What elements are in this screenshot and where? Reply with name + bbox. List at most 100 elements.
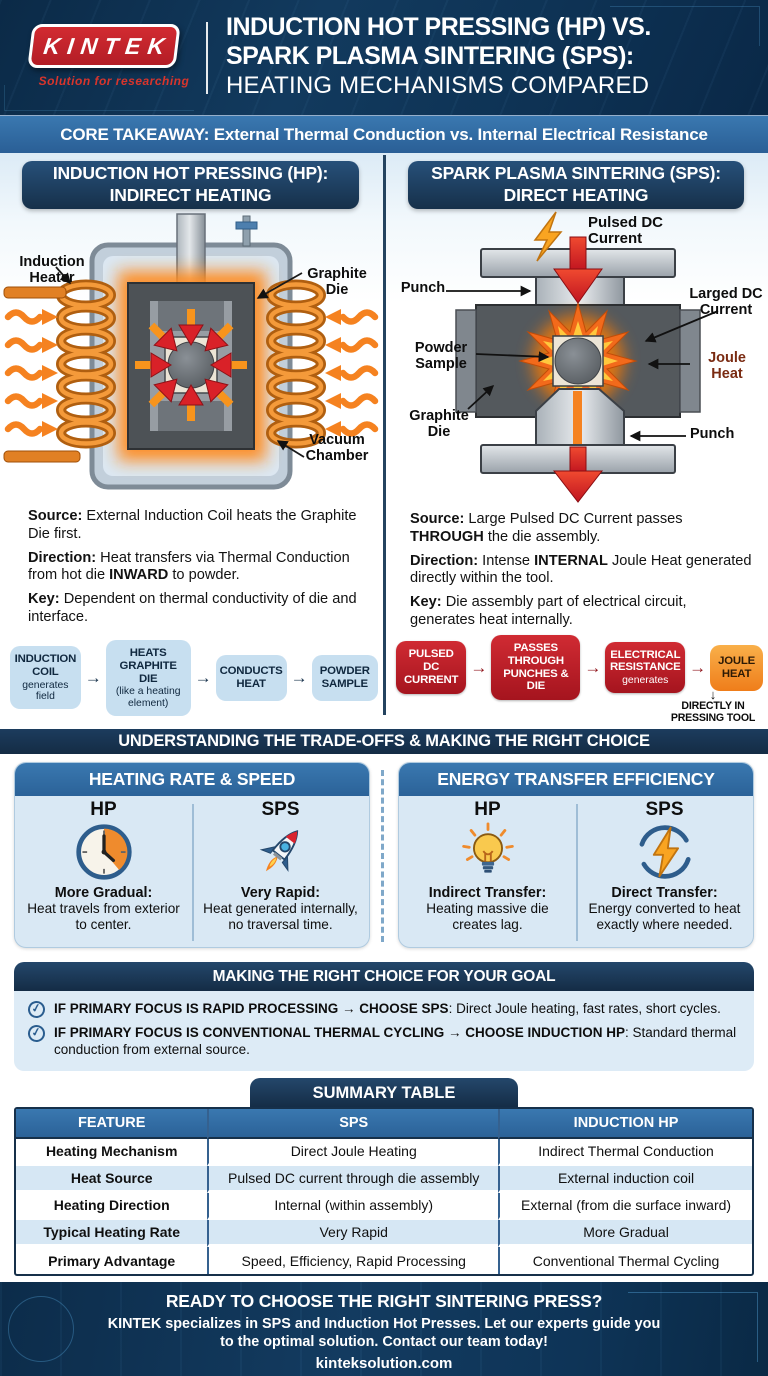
summary-table: FEATURE SPS INDUCTION HP Heating Mechani…: [14, 1107, 754, 1276]
clock-icon: [15, 821, 192, 883]
sps-flow-chart: PULSED DC CURRENT → PASSES THROUGH PUNCH…: [396, 635, 763, 701]
flow-step: PASSES THROUGH PUNCHES & DIE: [491, 635, 581, 701]
label-induction-heater: Induction Heater: [19, 254, 85, 286]
footer-body: KINTEK specializes in SPS and Induction …: [107, 1316, 661, 1351]
cards-dashed-divider: [381, 770, 384, 942]
sps-label: SPS: [261, 799, 300, 820]
bolt-circle-icon: [576, 821, 753, 883]
dc-current-arrow-top: [553, 236, 603, 304]
dc-current-arrow-bottom: [552, 446, 604, 503]
label-joule-heat: Joule Heat: [708, 350, 746, 382]
sps-diagram: Pulsed DC Current Punch Larged DC Curren…: [386, 211, 768, 504]
title-line-1: INDUCTION HOT PRESSING (HP) VS.: [226, 13, 651, 41]
flow-step: HEATS GRAPHITE DIE(like a heating elemen…: [105, 640, 191, 716]
col-header-induction-hp: INDUCTION HP: [498, 1109, 752, 1139]
powder-sample-shape: [554, 337, 602, 385]
hp-diagram: Induction Heater Graphite Die Vacuum Cha…: [0, 211, 383, 504]
lightbulb-icon: [399, 821, 576, 883]
table-row: Heating Direction Internal (within assem…: [16, 1193, 752, 1220]
label-larged-dc: Larged DC Current: [689, 286, 763, 318]
lightning-bolt-icon: [533, 211, 563, 262]
choice-bullet-text: IF PRIMARY FOCUS IS RAPID PROCESSING → C…: [54, 1001, 721, 1016]
sps-label: SPS: [645, 799, 684, 820]
card-energy-efficiency: ENERGY TRANSFER EFFICIENCY HP: [398, 762, 754, 948]
flow-arrow-icon: →: [194, 667, 212, 687]
flow-step: CONDUCTS HEAT: [215, 654, 287, 701]
card-hp-half: HP More Gradual: Heat travels from exter…: [15, 796, 192, 947]
header: KINTEK Solution for researching INDUCTIO…: [0, 0, 768, 115]
hp-column-heading: INDUCTION HOT PRESSING (HP): INDIRECT HE…: [22, 161, 359, 209]
coil-feed-bar: [3, 450, 81, 463]
tradeoffs-banner: UNDERSTANDING THE TRADE-OFFS & MAKING TH…: [0, 729, 768, 754]
label-powder-sample: Powder Sample: [414, 340, 468, 372]
hp-diagram-svg: [3, 213, 379, 490]
flow-arrow-icon: →: [84, 667, 102, 687]
pointer-lines: [55, 266, 305, 458]
card-hp-half: HP: [399, 796, 576, 947]
inward-heat-arrows: [135, 309, 247, 421]
field-wave-arrows: [4, 309, 379, 437]
table-row: Primary Advantage Speed, Efficiency, Rap…: [16, 1247, 752, 1274]
hp-heading-line1: INDUCTION HOT PRESSING (HP):: [52, 163, 329, 184]
check-circle-icon: ✓: [26, 1023, 47, 1044]
flow-step: POWDER SAMPLE: [311, 654, 378, 701]
label-punch-bottom: Punch: [690, 426, 735, 442]
card-divider: [192, 804, 194, 941]
choice-title: MAKING THE RIGHT CHOICE FOR YOUR GOAL: [14, 962, 754, 991]
label-punch-top: Punch: [400, 280, 446, 296]
col-header-sps: SPS: [207, 1109, 499, 1139]
card-title: ENERGY TRANSFER EFFICIENCY: [399, 763, 753, 796]
kintek-logo: KINTEK: [27, 24, 181, 68]
label-vacuum-chamber: Vacuum Chamber: [305, 432, 369, 464]
table-row: Heat Source Pulsed DC current through di…: [16, 1166, 752, 1193]
card-heating-rate: HEATING RATE & SPEED HP Mo: [14, 762, 370, 948]
sps-heading-line2: DIRECT HEATING: [503, 185, 649, 205]
hp-fact-direction: Direction: Heat transfers via Thermal Co…: [28, 549, 350, 584]
column-divider: [383, 155, 386, 715]
core-takeaway-banner: CORE TAKEAWAY: External Thermal Conducti…: [0, 115, 768, 153]
choice-bullet: ✓ IF PRIMARY FOCUS IS CONVENTIONAL THERM…: [26, 1023, 742, 1058]
table-header-row: FEATURE SPS INDUCTION HP: [16, 1109, 752, 1139]
hp-heading-line2: INDIRECT HEATING: [109, 185, 272, 205]
card-sps-half: SPS: [192, 796, 369, 947]
flow-arrow-icon: →: [689, 657, 707, 677]
sps-diagram-svg: [446, 211, 719, 503]
card-sps-half: SPS Direct Transfer: Energy converted to…: [576, 796, 753, 947]
sps-fact-direction: Direction: Intense INTERNAL Joule Heat g…: [410, 552, 752, 587]
sps-fact-key: Key: Die assembly part of electrical cir…: [410, 594, 687, 628]
hp-column: INDUCTION HOT PRESSING (HP): INDIRECT HE…: [0, 153, 383, 729]
flow-step: JOULE HEAT: [710, 644, 763, 691]
choice-section: MAKING THE RIGHT CHOICE FOR YOUR GOAL ✓ …: [14, 962, 754, 1071]
circuit-decoration: [628, 1292, 758, 1362]
check-circle-icon: ✓: [26, 999, 47, 1020]
kintek-logo-text: KINTEK: [42, 32, 173, 59]
sps-fact-source: Source: Large Pulsed DC Current passes T…: [410, 511, 683, 545]
table-row: Heating Mechanism Direct Joule Heating I…: [16, 1139, 752, 1166]
hp-fact-key: Key: Dependent on thermal conductivity o…: [28, 591, 357, 625]
choice-bullet-text: IF PRIMARY FOCUS IS CONVENTIONAL THERMAL…: [54, 1025, 737, 1057]
hp-label: HP: [474, 799, 501, 820]
induction-coil-right: [266, 279, 326, 449]
circuit-decoration: [8, 1296, 74, 1362]
card-title: HEATING RATE & SPEED: [15, 763, 369, 796]
flow-note: ↓ DIRECTLY IN PRESSING TOOL: [662, 687, 764, 725]
flow-step: PULSED DC CURRENT: [396, 641, 467, 694]
col-header-feature: FEATURE: [16, 1109, 208, 1139]
comparison-section: INDUCTION HOT PRESSING (HP): INDIRECT HE…: [0, 153, 768, 729]
table-row: Typical Heating Rate Very Rapid More Gra…: [16, 1220, 752, 1247]
flow-arrow-icon: →: [290, 667, 308, 687]
choice-bullet: ✓ IF PRIMARY FOCUS IS RAPID PROCESSING →…: [26, 999, 742, 1020]
circuit-decoration: [4, 85, 194, 111]
logo-tagline: Solution for researching: [38, 74, 190, 88]
label-pulsed-dc: Pulsed DC Current: [588, 214, 664, 248]
sps-heading-line1: SPARK PLASMA SINTERING (SPS):: [431, 163, 721, 184]
coil-feed-bar: [3, 286, 67, 299]
hp-facts: Source: External Induction Coil heats th…: [28, 508, 369, 633]
website-link[interactable]: kinteksolution.com: [315, 1354, 453, 1372]
hp-fact-source: Source: External Induction Coil heats th…: [28, 508, 357, 542]
flow-arrow-icon: →: [584, 657, 602, 677]
down-arrow-icon: ↓: [709, 687, 717, 702]
sps-column-heading: SPARK PLASMA SINTERING (SPS): DIRECT HEA…: [408, 161, 744, 209]
